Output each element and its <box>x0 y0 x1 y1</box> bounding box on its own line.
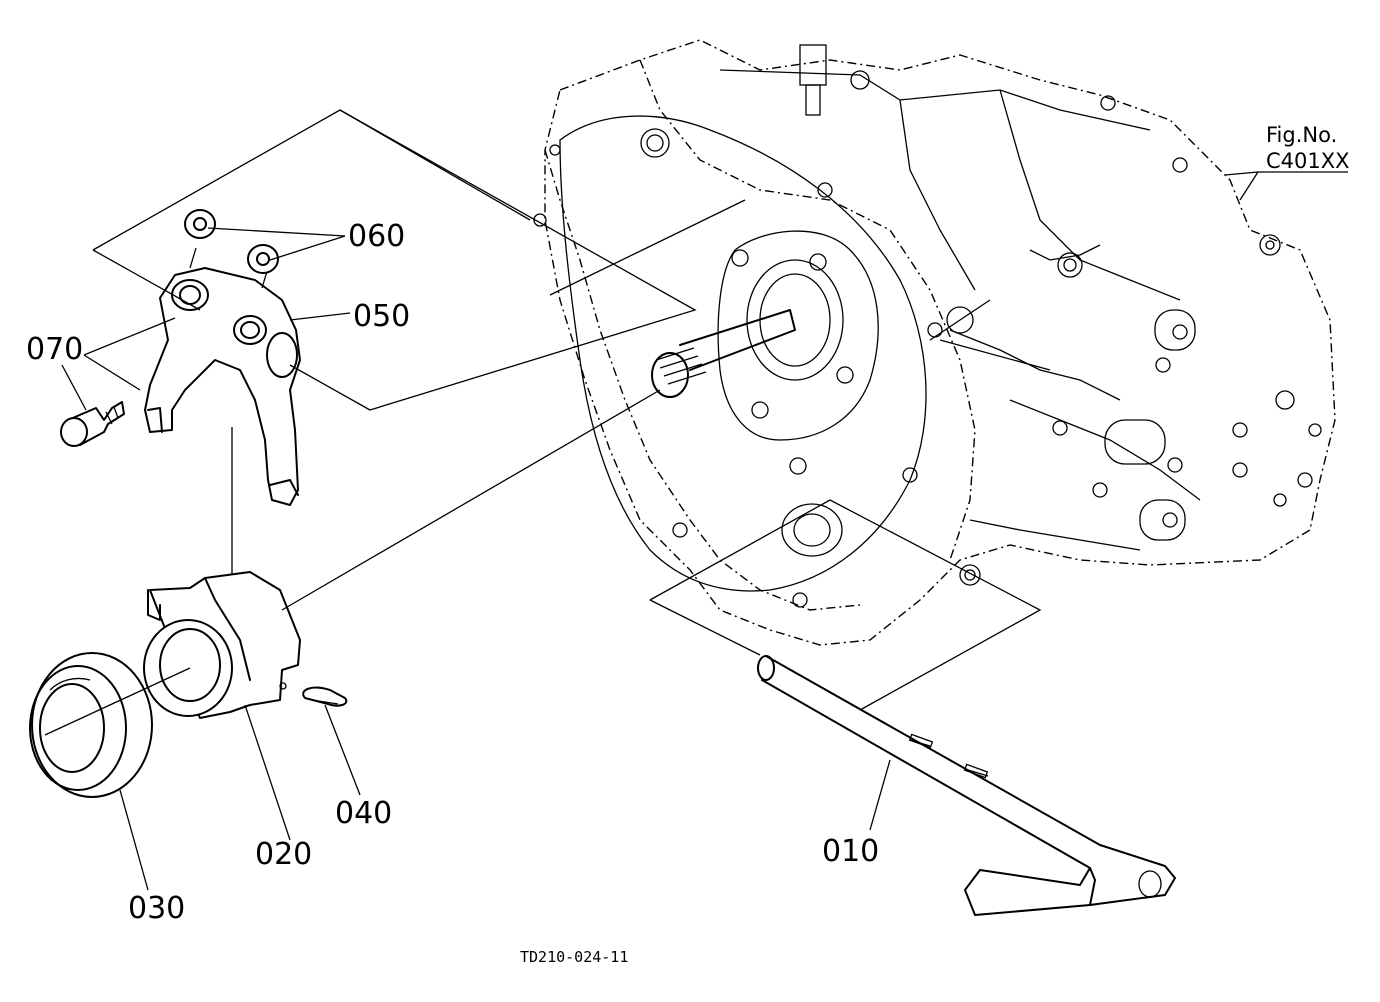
drawing-code: TD210-024-11 <box>520 948 628 966</box>
part-040-spring-pin <box>302 686 348 707</box>
figure-number-label: Fig.No. <box>1266 123 1337 147</box>
callout-040: 040 <box>335 796 392 831</box>
callout-leaders <box>61 171 1348 891</box>
callout-060: 060 <box>348 219 405 254</box>
part-050-release-fork <box>144 247 301 506</box>
part-070-pivot-bolt <box>60 401 125 447</box>
figure-number-value: C401XX <box>1266 149 1350 173</box>
assembly-lines <box>44 109 1051 736</box>
part-020-release-hub <box>143 571 301 719</box>
part-010-release-shaft <box>757 655 1176 916</box>
callout-030: 030 <box>128 891 185 926</box>
callout-020: 020 <box>255 837 312 872</box>
part-060-washers <box>184 209 279 274</box>
callout-050: 050 <box>353 299 410 334</box>
callout-labels: 060 050 070 040 020 030 010 Fig.No. C401… <box>26 123 1350 966</box>
callout-070: 070 <box>26 332 83 367</box>
input-shaft-assembly <box>651 230 879 475</box>
part-030-release-bearing <box>29 652 153 798</box>
callout-010: 010 <box>822 834 879 869</box>
